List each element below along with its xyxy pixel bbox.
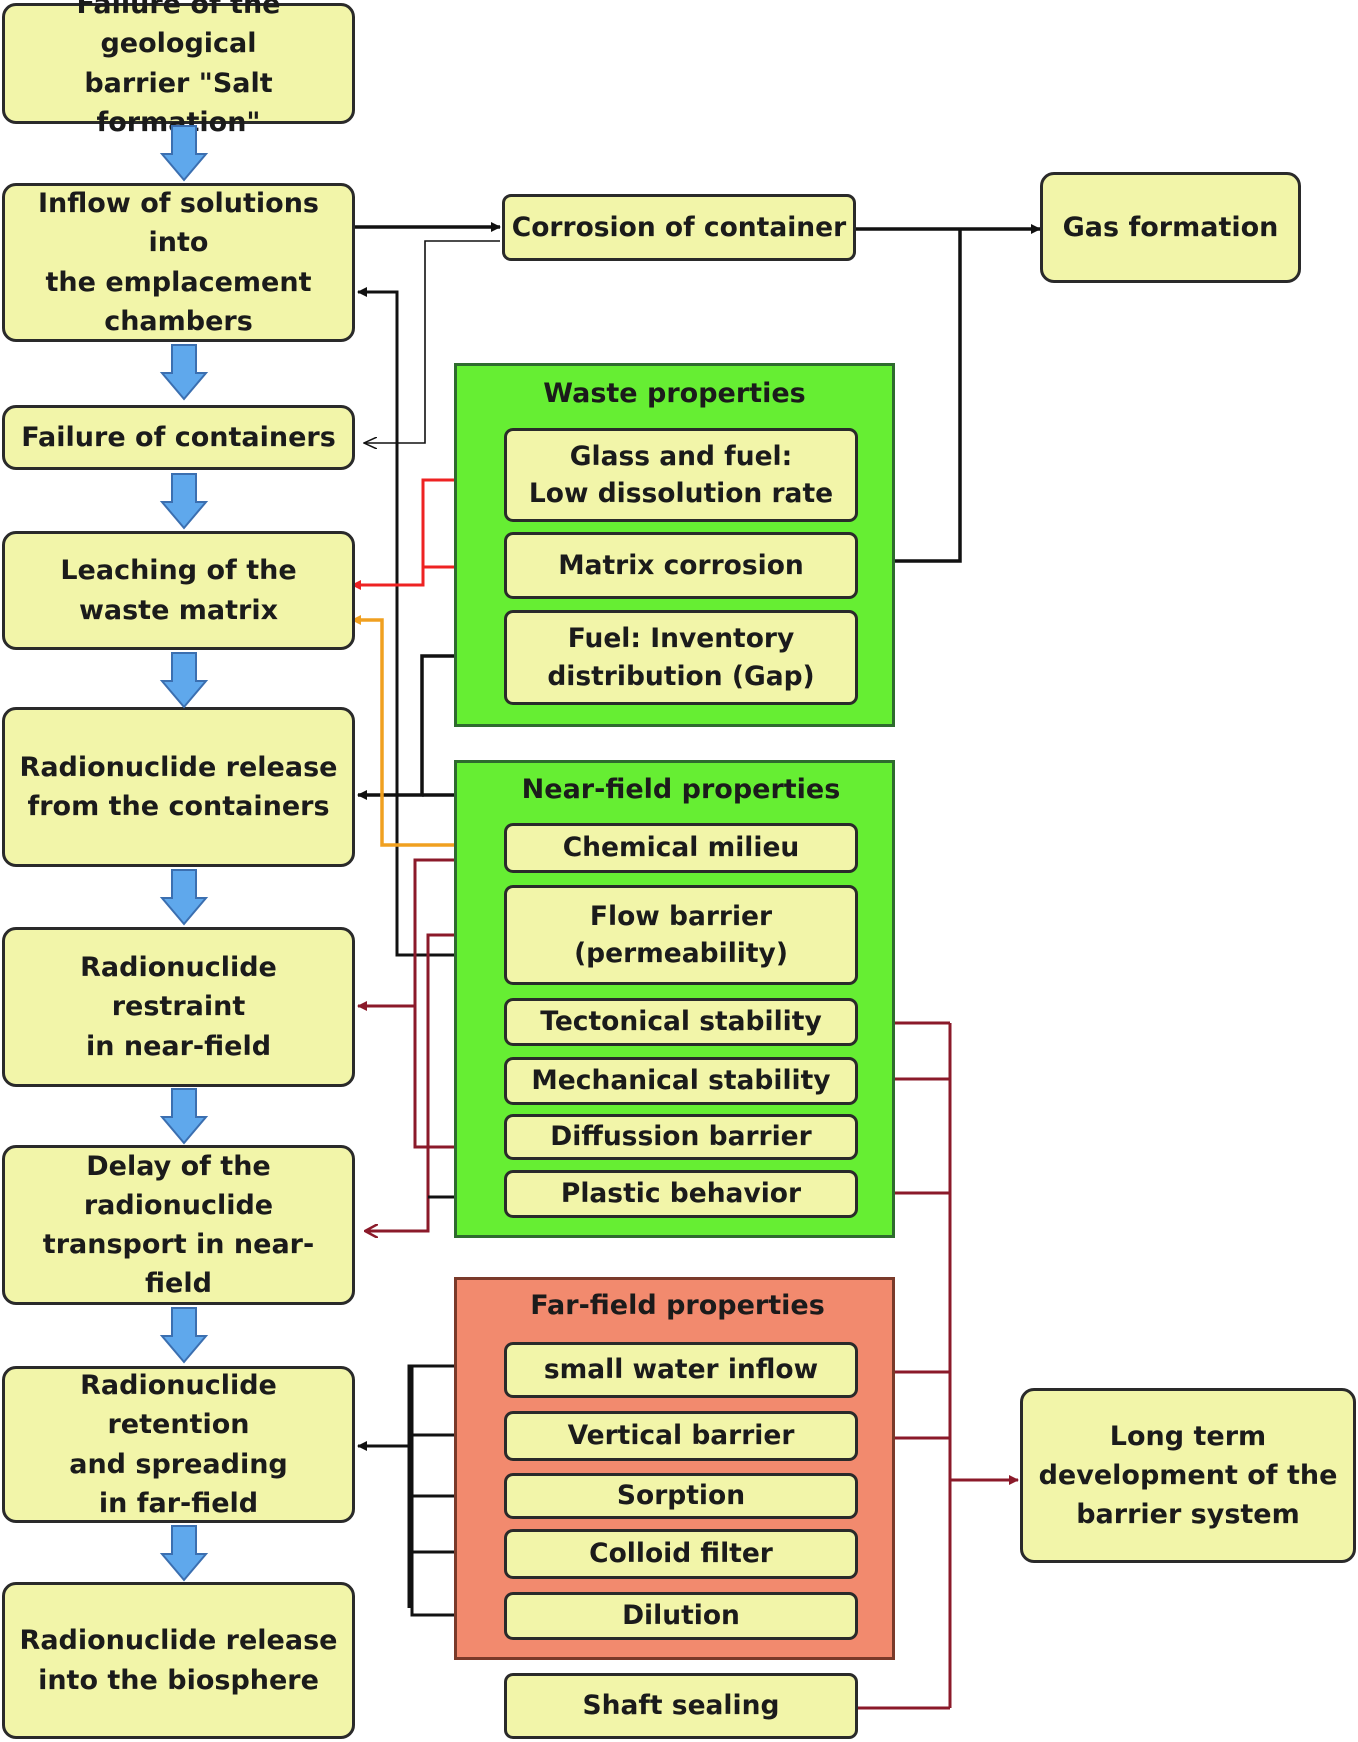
- flow-arrow-3: [159, 473, 209, 530]
- edge-corrosion-to-failure: [364, 240, 500, 443]
- retention-far-field-box: Radionuclide retention and spreading in …: [2, 1366, 355, 1523]
- flow-arrow-6: [159, 1088, 209, 1145]
- glass-fuel-dissolution-box: Glass and fuel: Low dissolution rate: [504, 428, 858, 522]
- restraint-near-field-box: Radionuclide restraint in near-field: [2, 927, 355, 1087]
- near-field-properties-title: Near-field properties: [521, 774, 841, 805]
- tectonical-stability-box: Tectonical stability: [504, 998, 858, 1046]
- release-biosphere-box: Radionuclide release into the biosphere: [2, 1582, 355, 1739]
- release-from-containers-box: Radionuclide release from the containers: [2, 707, 355, 867]
- flow-barrier-box: Flow barrier (permeability): [504, 885, 858, 985]
- edge-flow-barrier-to-inflow: [357, 287, 508, 957]
- dilution-box: Dilution: [504, 1592, 858, 1640]
- gas-formation-box: Gas formation: [1040, 172, 1301, 283]
- failure-containers-box: Failure of containers: [2, 405, 355, 470]
- mechanical-stability-box: Mechanical stability: [504, 1057, 858, 1105]
- delay-transport-box: Delay of the radionuclide transport in n…: [2, 1145, 355, 1305]
- failure-geological-barrier-box: Failure of the geological barrier "Salt …: [2, 0, 355, 138]
- chemical-milieu-box: Chemical milieu: [504, 823, 858, 873]
- flow-arrow-7: [159, 1307, 209, 1364]
- edge-chemical-milieu-to-leaching: [351, 615, 508, 847]
- small-water-inflow-box: small water inflow: [504, 1342, 858, 1398]
- shaft-sealing-box: Shaft sealing: [504, 1673, 858, 1739]
- matrix-corrosion-box: Matrix corrosion: [504, 532, 858, 599]
- long-term-development-box: Long term development of the barrier sys…: [1020, 1388, 1356, 1563]
- plastic-behavior-box: Plastic behavior: [504, 1170, 858, 1218]
- sorption-box: Sorption: [504, 1473, 858, 1519]
- flow-arrow-8: [159, 1525, 209, 1582]
- flow-arrow-4: [159, 652, 209, 709]
- colloid-filter-box: Colloid filter: [504, 1529, 858, 1579]
- corrosion-container-box: Corrosion of container: [502, 194, 856, 261]
- fuel-inventory-distribution-box: Fuel: Inventory distribution (Gap): [504, 610, 858, 705]
- flow-arrow-5: [159, 869, 209, 926]
- flow-arrow-1: [159, 125, 209, 182]
- vertical-barrier-box: Vertical barrier: [504, 1411, 858, 1461]
- waste-properties-title: Waste properties: [543, 378, 806, 409]
- leaching-waste-matrix-box: Leaching of the waste matrix: [2, 531, 355, 650]
- flow-arrow-2: [159, 344, 209, 401]
- inflow-solutions-box: Inflow of solutions into the emplacement…: [2, 183, 355, 342]
- far-field-properties-title: Far-field properties: [530, 1290, 825, 1321]
- diffussion-barrier-box: Diffussion barrier: [504, 1114, 858, 1160]
